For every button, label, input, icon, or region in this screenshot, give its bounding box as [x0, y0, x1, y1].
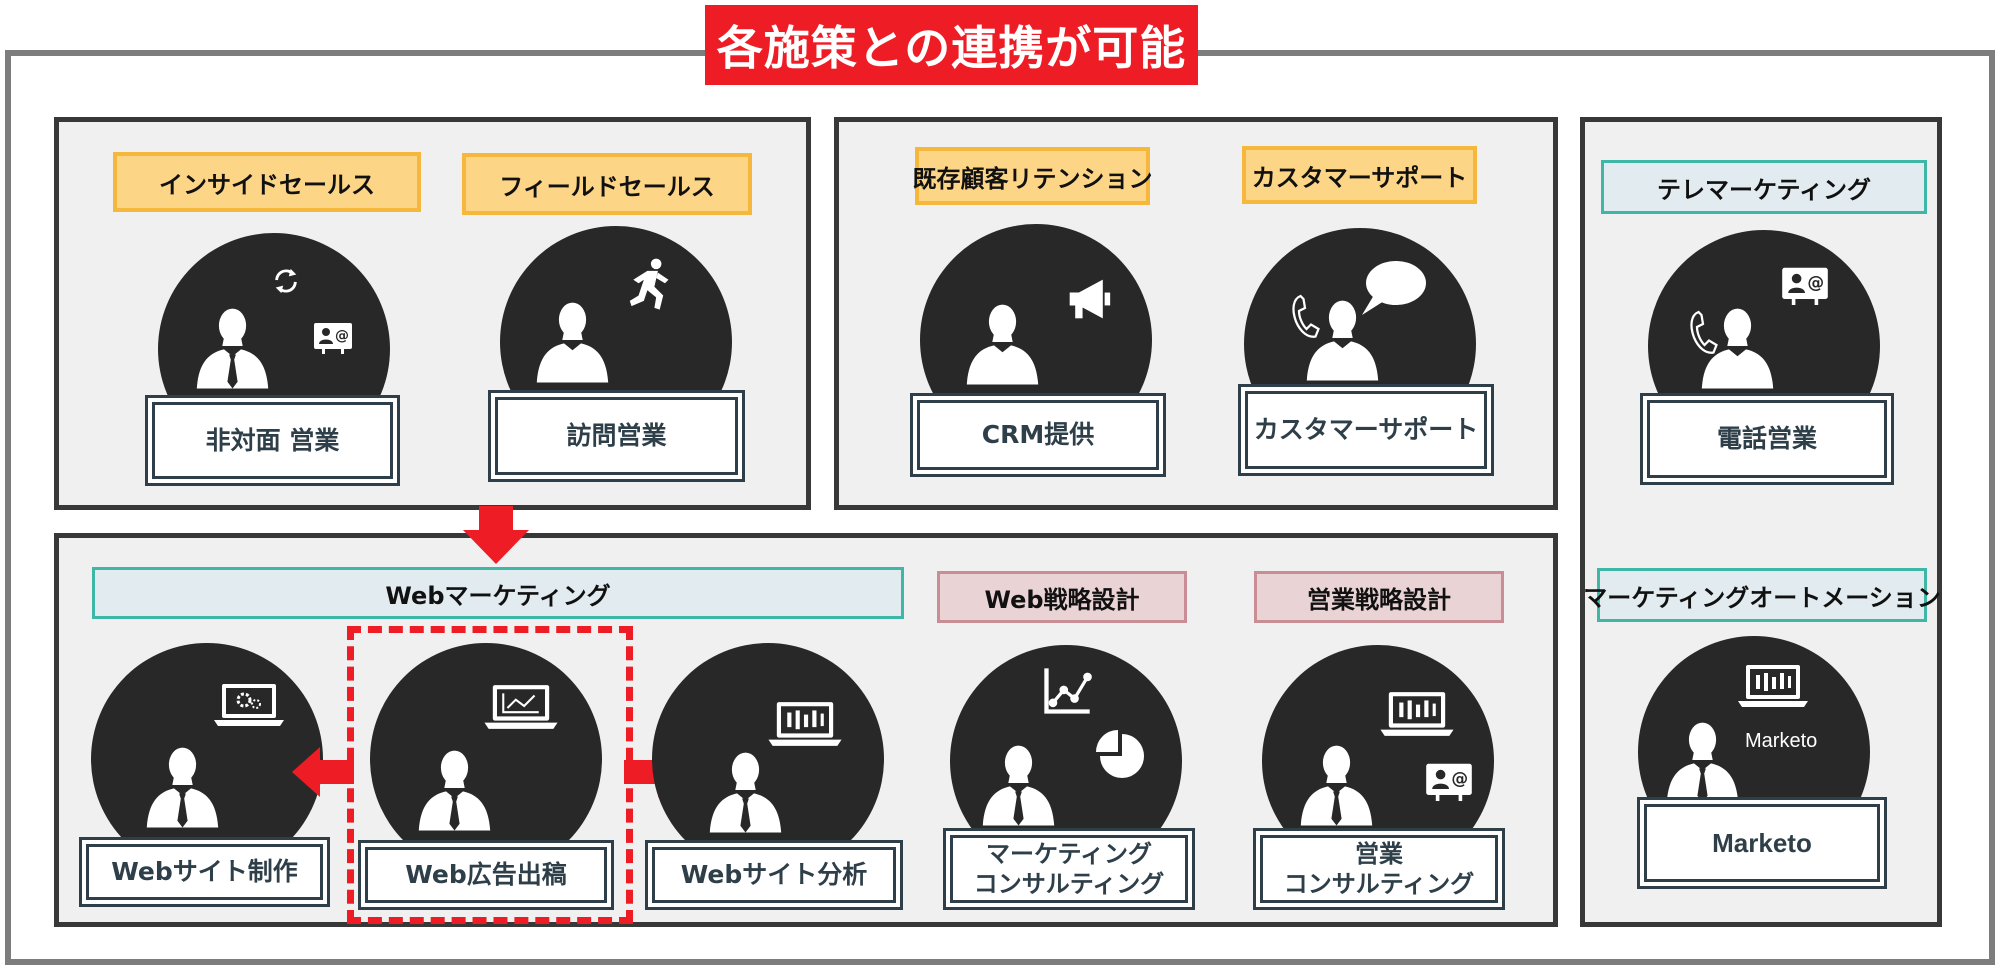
label-sales-strategy: 営業戦略設計: [1254, 571, 1504, 623]
laptop-icon: [1380, 690, 1454, 738]
item-phone-sales: 電話営業: [1640, 393, 1894, 485]
person-icon: [1294, 733, 1379, 833]
laptop-icon: [768, 700, 842, 748]
refresh-icon: [272, 267, 300, 295]
marketo-screen-label: Marketo: [1745, 730, 1818, 752]
item-crm: CRM提供: [910, 393, 1166, 477]
line-chart-icon: [1040, 664, 1094, 718]
label-field-sales: フィールドセールス: [462, 153, 752, 215]
web-site-analytics-circle: [652, 643, 884, 875]
down-arrow-icon: [463, 506, 529, 564]
laptop-icon: [214, 682, 284, 728]
person-icon: [1660, 710, 1745, 810]
item-web-site-analytics: Webサイト分析: [645, 840, 903, 910]
label-telemarketing: テレマーケティング: [1601, 160, 1927, 214]
person-icon: [703, 740, 788, 840]
megaphone-icon: [1066, 274, 1112, 324]
label-inside-sales: インサイドセールス: [113, 152, 421, 212]
label-retention: 既存顧客リテンション: [913, 147, 1153, 205]
person-icon: [140, 735, 225, 835]
contact-card-icon: [1781, 266, 1829, 308]
item-marketing-consulting: マーケティング コンサルティング: [943, 828, 1195, 910]
contact-card-icon: [313, 322, 353, 356]
item-marketo: Marketo: [1637, 797, 1887, 889]
person-icon: [960, 292, 1045, 392]
item-web-ads: Web広告出稿: [358, 840, 614, 910]
item-remote-sales: 非対面 営業: [145, 395, 400, 486]
label-web-marketing: Webマーケティング: [92, 567, 904, 619]
phone-icon: [1688, 306, 1718, 360]
person-icon: [976, 733, 1061, 833]
item-customer-support: カスタマーサポート: [1238, 384, 1494, 476]
phone-icon: [1290, 290, 1320, 344]
page-title: 各施策との連携が可能: [705, 5, 1198, 85]
label-customer-support: カスタマーサポート: [1242, 146, 1477, 204]
web-site-creation-circle: [91, 643, 323, 875]
label-web-strategy: Web戦略設計: [937, 571, 1187, 623]
item-visit-sales: 訪問営業: [488, 390, 745, 482]
label-marketing-automation: マーケティングオートメーション: [1583, 568, 1941, 622]
laptop-icon: [1738, 663, 1808, 709]
pie-chart-icon: [1096, 730, 1146, 780]
left-arrow-icon: [292, 747, 354, 797]
person-icon: [530, 290, 615, 390]
item-web-site-creation: Webサイト制作: [79, 837, 330, 907]
speech-bubble-icon: [1358, 255, 1428, 319]
item-sales-consulting: 営業 コンサルティング: [1253, 828, 1505, 910]
person-icon: [190, 296, 275, 396]
running-person-icon: [628, 258, 672, 312]
web-ads-circle: [370, 643, 602, 875]
contact-card-icon: [1425, 762, 1473, 804]
